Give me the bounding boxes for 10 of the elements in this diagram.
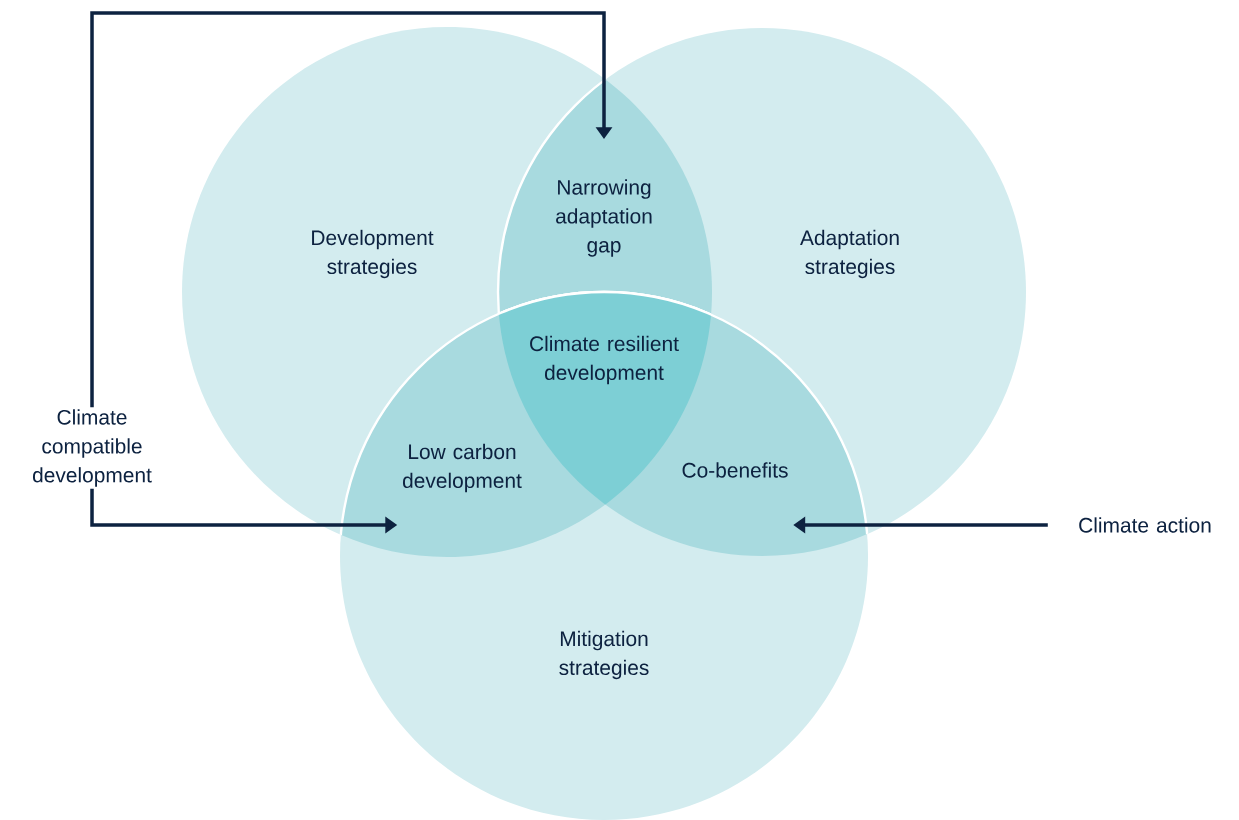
callout-text: Climate compatible development bbox=[33, 409, 152, 487]
region-label: Narrowing adaptation gap bbox=[556, 179, 652, 257]
arrow bbox=[90, 11, 613, 408]
region-label: Mitigation strategies bbox=[559, 630, 649, 680]
region-label: Adaptation strategies bbox=[800, 229, 899, 279]
region-label: Climate resilient development bbox=[530, 335, 679, 385]
region-label: Co-benefits bbox=[682, 462, 788, 478]
callout-text: Climate action bbox=[1079, 517, 1211, 533]
region-label: Development strategies bbox=[312, 229, 434, 279]
region-label: Low carbon development bbox=[403, 443, 522, 493]
